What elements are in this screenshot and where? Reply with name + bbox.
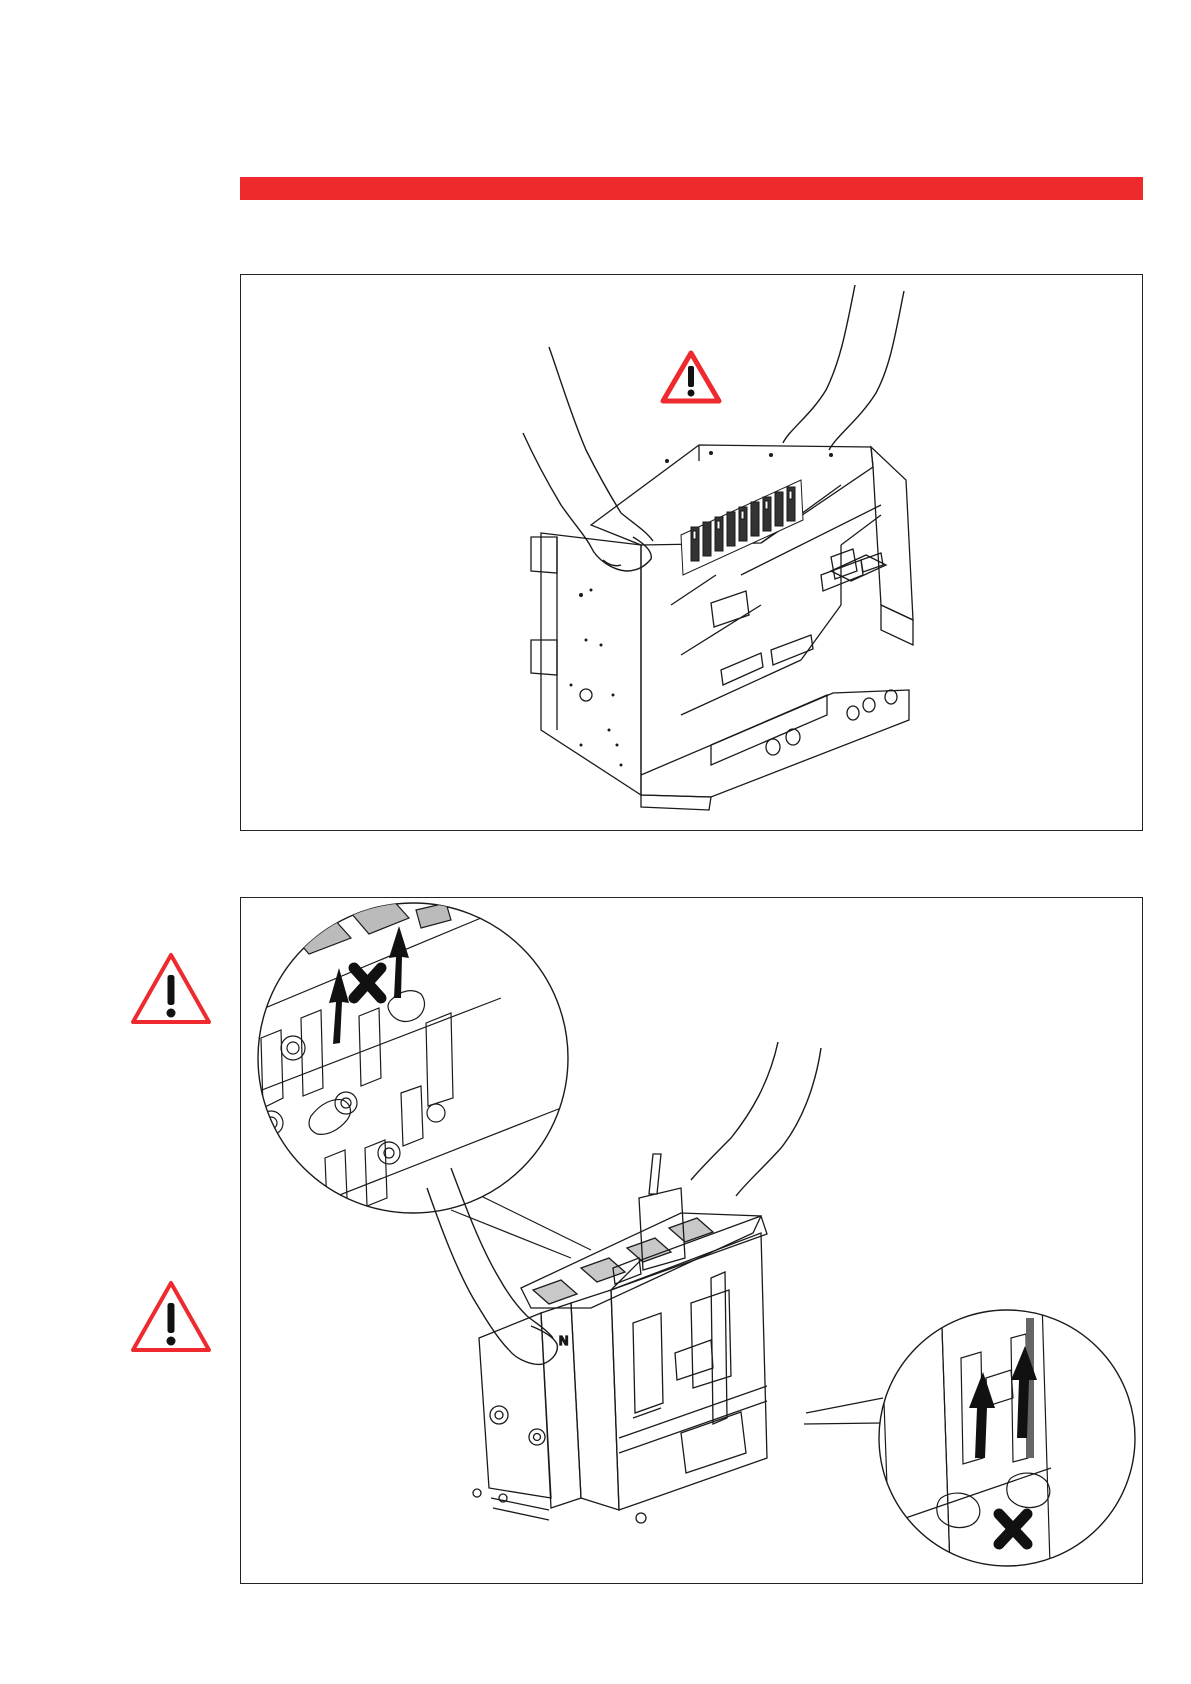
terminal-block xyxy=(681,480,803,575)
figure-2-drawing: N xyxy=(241,898,1144,1585)
warning-triangle-icon xyxy=(128,950,214,1028)
header-accent-bar xyxy=(240,177,1143,200)
breaker-chassis xyxy=(531,445,913,810)
warning-triangle-icon xyxy=(663,353,719,401)
breaker-unit: N xyxy=(473,1154,767,1523)
neutral-pole-label: N xyxy=(559,1333,568,1348)
detail-leader-lines xyxy=(451,1196,883,1424)
right-arm xyxy=(783,285,904,450)
detail-circle-left xyxy=(241,898,568,1218)
figure-1-drawing xyxy=(241,275,1144,832)
figure-lifting-fixed-part xyxy=(240,274,1143,831)
warning-triangle-icon xyxy=(128,1278,214,1356)
figure-lifting-moving-part: N xyxy=(240,897,1143,1584)
detail-circle-right xyxy=(879,1268,1135,1585)
right-arm xyxy=(691,1042,821,1196)
